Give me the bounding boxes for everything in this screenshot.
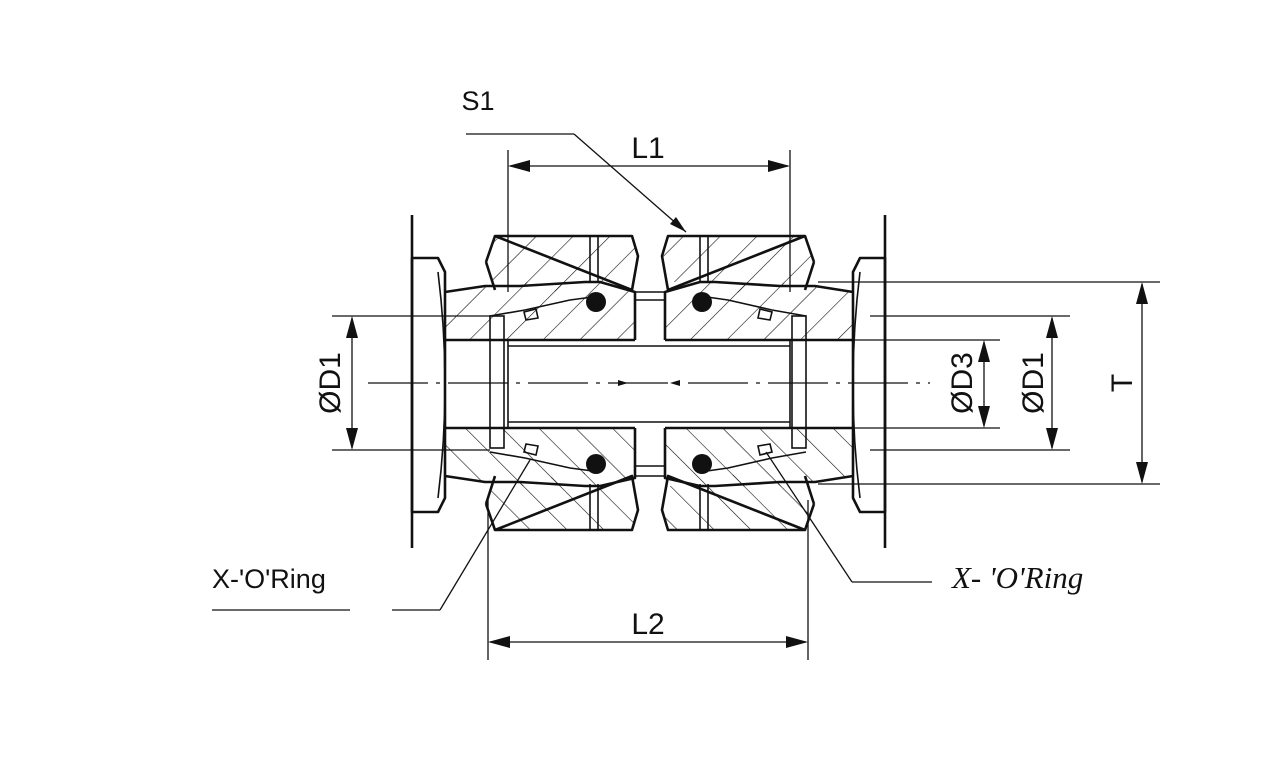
label-d1-right: ØD1 <box>1017 352 1050 414</box>
label-oring-right: X- 'O'Ring <box>950 560 1083 595</box>
label-d1-left: ØD1 <box>314 352 347 414</box>
label-t: T <box>1106 374 1139 392</box>
label-s1: S1 <box>461 86 494 116</box>
oring-right-leader <box>765 451 932 583</box>
dimension-d1-right <box>870 315 1070 451</box>
label-d3: ØD3 <box>946 352 979 414</box>
right-tube-end <box>851 215 887 548</box>
dimension-d3 <box>808 339 1000 429</box>
label-l2: L2 <box>631 608 664 641</box>
s1-leader <box>466 133 687 233</box>
label-oring-left: X-'O'Ring <box>212 564 326 594</box>
label-l1: L1 <box>631 132 664 165</box>
oring-left-leader <box>212 459 531 611</box>
dimension-t <box>818 281 1160 485</box>
dimension-d1-left <box>332 315 490 451</box>
dimension-l2 <box>487 500 809 660</box>
dimension-l1 <box>507 150 791 292</box>
left-tube-end <box>410 215 447 548</box>
o-rings <box>586 292 712 474</box>
